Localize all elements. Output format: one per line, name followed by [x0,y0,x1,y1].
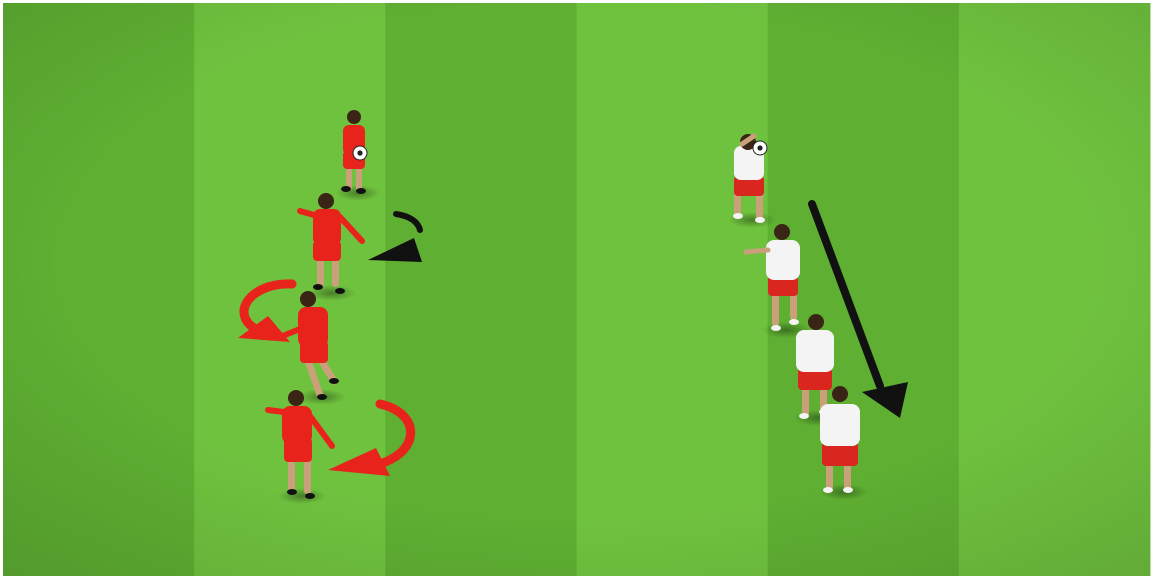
soccer-ball-icon [353,146,367,160]
soccer-ball-icon [753,141,767,155]
